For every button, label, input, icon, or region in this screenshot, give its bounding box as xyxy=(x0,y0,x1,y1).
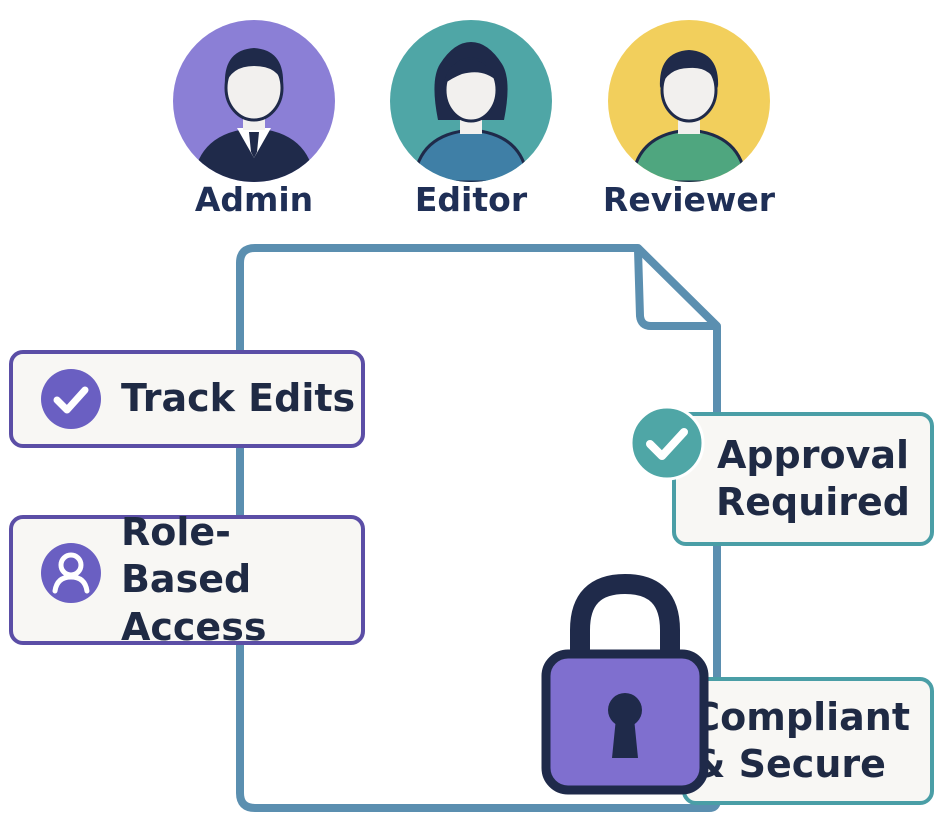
approval-line1: Approval xyxy=(716,432,910,477)
approval-line2: Required xyxy=(715,480,911,524)
editor-avatar-icon xyxy=(390,20,552,182)
compliant-secure-card: Compliant & Secure xyxy=(682,677,934,805)
admin-avatar-icon xyxy=(173,20,335,182)
reviewer-avatar-icon xyxy=(608,20,770,182)
role-based-line1: Role-Based xyxy=(120,509,252,602)
compliant-line2: & Secure xyxy=(692,742,886,786)
padlock-icon xyxy=(541,573,709,795)
role-label-reviewer: Reviewer xyxy=(602,180,776,219)
track-edits-label: Track Edits xyxy=(121,376,356,421)
check-circle-icon xyxy=(41,369,101,429)
compliant-line1: Compliant xyxy=(692,694,910,739)
role-label-admin: Admin xyxy=(194,180,314,219)
check-badge-icon xyxy=(629,405,705,481)
track-edits-card: Track Edits xyxy=(9,350,365,448)
role-based-access-card: Role-Based Access xyxy=(9,510,365,649)
role-based-line2: Access xyxy=(120,604,267,649)
role-label-editor: Editor xyxy=(414,180,528,219)
approval-required-card: Approval Required xyxy=(672,412,934,546)
user-circle-icon xyxy=(40,543,101,603)
